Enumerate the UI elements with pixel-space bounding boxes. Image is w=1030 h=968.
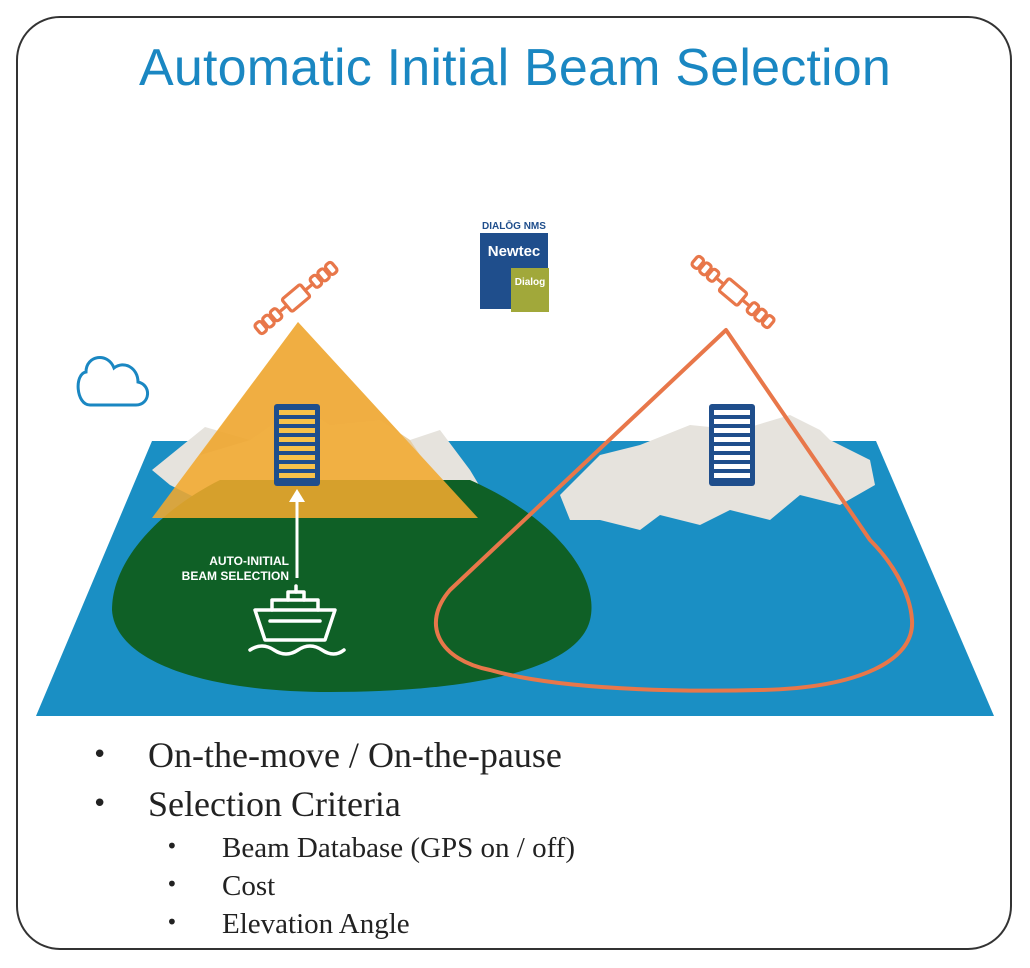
logo-sub-brand: Dialog (515, 277, 546, 288)
sub-bullet-item: Elevation Angle (222, 908, 410, 940)
bullet-item: On-the-move / On-the-pause (148, 735, 562, 775)
annotation-line2: BEAM SELECTION (182, 569, 289, 583)
alternate-beam-outline (433, 328, 915, 693)
auto-selection-arrow (289, 489, 305, 578)
sub-bullet-item: Beam Database (GPS on / off) (222, 832, 576, 864)
slide-title: Automatic Initial Beam Selection (138, 39, 892, 97)
bullet-item: Selection Criteria (148, 784, 401, 824)
server-rack-icon-left (274, 404, 320, 486)
sub-bullet-dot: • (166, 910, 178, 934)
cloud-icon (76, 356, 149, 407)
annotation-line1: AUTO-INITIAL (209, 554, 289, 568)
satellite-icon-right (690, 254, 776, 330)
satellite-icon-left (253, 260, 339, 336)
active-beam-footprint (112, 480, 592, 692)
bullet-dot: • (92, 789, 108, 819)
logo-brand: Newtec (488, 243, 541, 260)
logo-top-label: DIALŌG NMS (482, 220, 546, 232)
active-beam-cone-land-shade (200, 322, 420, 455)
server-rack-icon-right (709, 404, 755, 486)
sub-bullet-item: Cost (222, 870, 276, 902)
bullet-dot: • (92, 740, 108, 770)
sub-bullet-dot: • (166, 872, 178, 896)
sub-bullet-dot: • (166, 834, 178, 858)
newtec-dialog-logo: DIALŌG NMS Newtec Dialog (480, 220, 549, 312)
ship-icon (248, 584, 346, 656)
